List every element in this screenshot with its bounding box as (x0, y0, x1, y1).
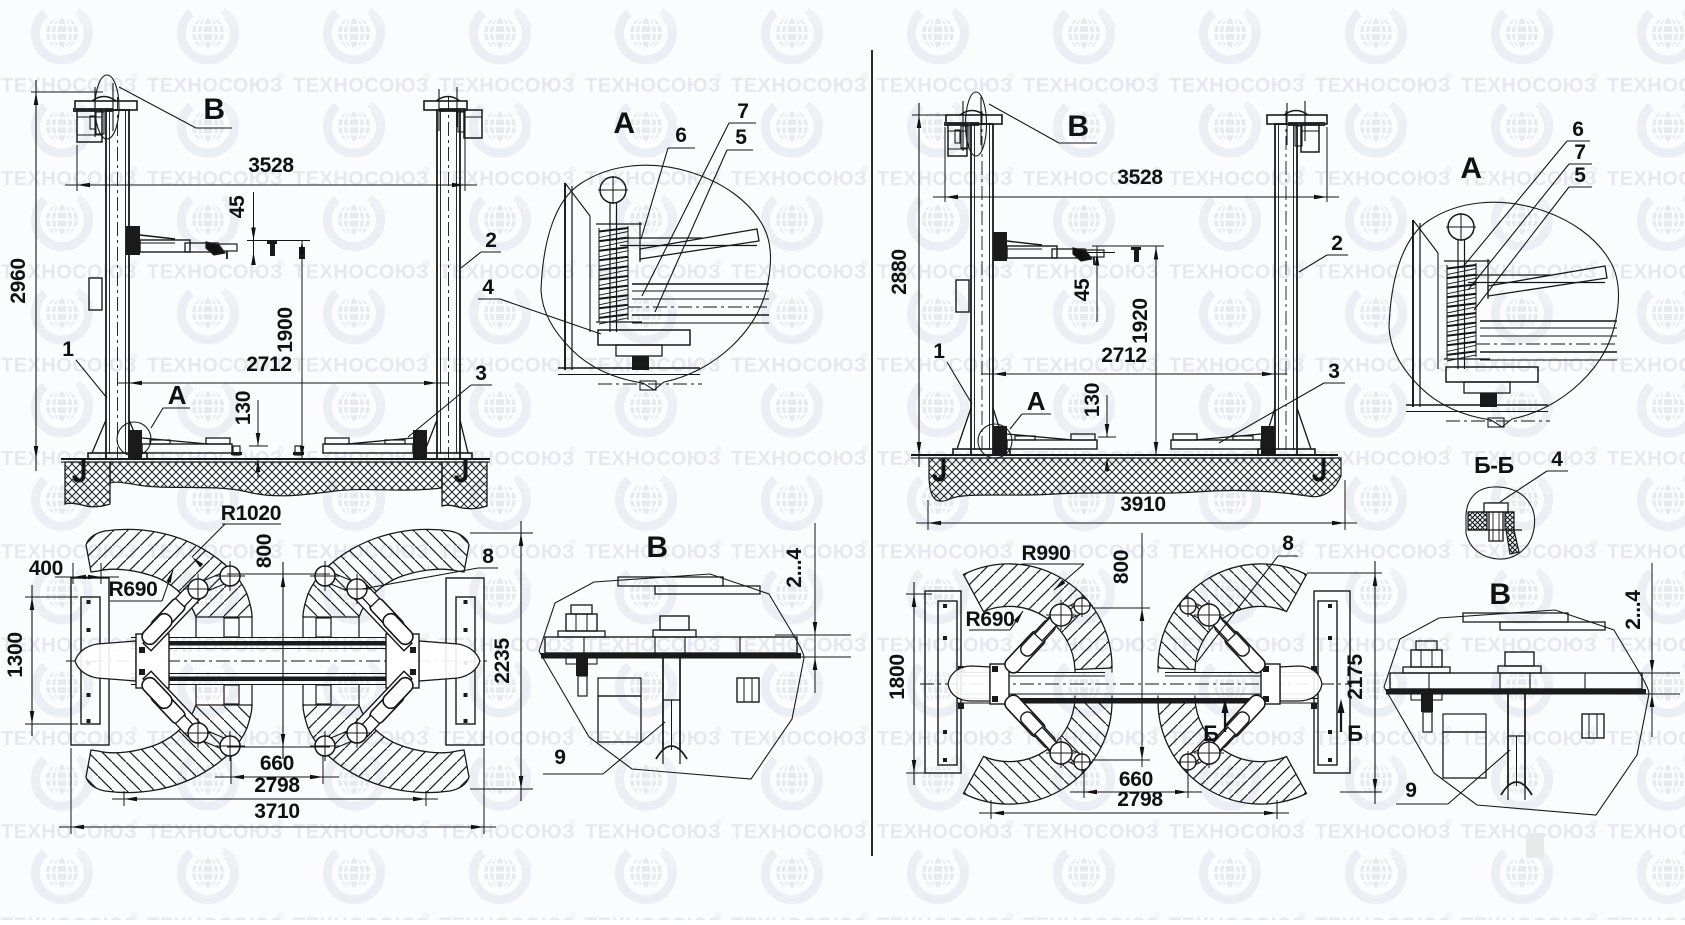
svg-text:45: 45 (1071, 278, 1094, 301)
svg-text:130: 130 (1081, 383, 1104, 417)
svg-text:В: В (646, 531, 667, 564)
svg-text:9: 9 (1405, 779, 1416, 802)
svg-text:R690: R690 (108, 578, 157, 601)
svg-text:R690: R690 (965, 608, 1014, 631)
svg-text:1920: 1920 (1129, 298, 1152, 344)
svg-text:3528: 3528 (248, 154, 294, 177)
svg-text:3710: 3710 (254, 800, 300, 823)
svg-text:1900: 1900 (274, 307, 297, 353)
svg-text:6: 6 (1572, 118, 1583, 141)
svg-text:А: А (1460, 152, 1481, 185)
svg-text:660: 660 (1119, 768, 1153, 791)
svg-text:3528: 3528 (1117, 166, 1163, 189)
svg-text:660: 660 (260, 752, 294, 775)
svg-text:Б: Б (1203, 721, 1219, 746)
svg-text:2712: 2712 (1101, 344, 1147, 367)
svg-text:2960: 2960 (7, 258, 30, 304)
svg-text:А: А (168, 380, 187, 410)
svg-text:Б: Б (1347, 721, 1363, 746)
svg-text:Б-Б: Б-Б (1474, 452, 1514, 478)
svg-text:А: А (1027, 386, 1046, 416)
svg-text:5: 5 (735, 126, 747, 149)
svg-text:1800: 1800 (886, 654, 909, 700)
svg-text:3: 3 (1328, 360, 1339, 383)
svg-text:45: 45 (226, 195, 249, 218)
svg-text:4: 4 (1551, 448, 1563, 471)
svg-text:2712: 2712 (246, 353, 292, 376)
svg-text:В: В (1067, 110, 1088, 143)
svg-text:5: 5 (1574, 164, 1586, 187)
svg-text:9: 9 (554, 746, 565, 769)
svg-text:8: 8 (1282, 532, 1294, 555)
svg-text:2798: 2798 (1117, 788, 1163, 811)
svg-text:2880: 2880 (888, 249, 911, 295)
svg-text:2...4: 2...4 (1622, 590, 1645, 630)
svg-text:3: 3 (475, 362, 486, 385)
svg-text:800: 800 (1110, 550, 1133, 584)
svg-text:2798: 2798 (254, 774, 300, 797)
svg-text:2175: 2175 (1344, 654, 1367, 700)
svg-text:400: 400 (29, 557, 63, 580)
svg-text:8: 8 (482, 545, 494, 568)
svg-text:800: 800 (253, 534, 276, 568)
svg-text:3910: 3910 (1120, 493, 1166, 516)
svg-text:1: 1 (62, 338, 74, 361)
svg-text:2: 2 (1331, 232, 1342, 255)
svg-text:130: 130 (232, 391, 255, 425)
svg-text:R990: R990 (1021, 542, 1070, 565)
svg-text:7: 7 (1574, 141, 1585, 164)
svg-text:2: 2 (485, 229, 496, 252)
svg-text:4: 4 (482, 276, 494, 299)
svg-text:2...4: 2...4 (783, 548, 806, 588)
svg-text:1300: 1300 (4, 632, 27, 678)
svg-text:2235: 2235 (491, 638, 514, 684)
svg-text:7: 7 (737, 100, 748, 123)
svg-text:В: В (1489, 578, 1510, 611)
svg-text:А: А (613, 107, 634, 140)
svg-text:В: В (203, 93, 224, 126)
svg-text:1: 1 (933, 340, 945, 363)
svg-text:R1020: R1020 (221, 502, 281, 525)
svg-text:6: 6 (675, 124, 686, 147)
